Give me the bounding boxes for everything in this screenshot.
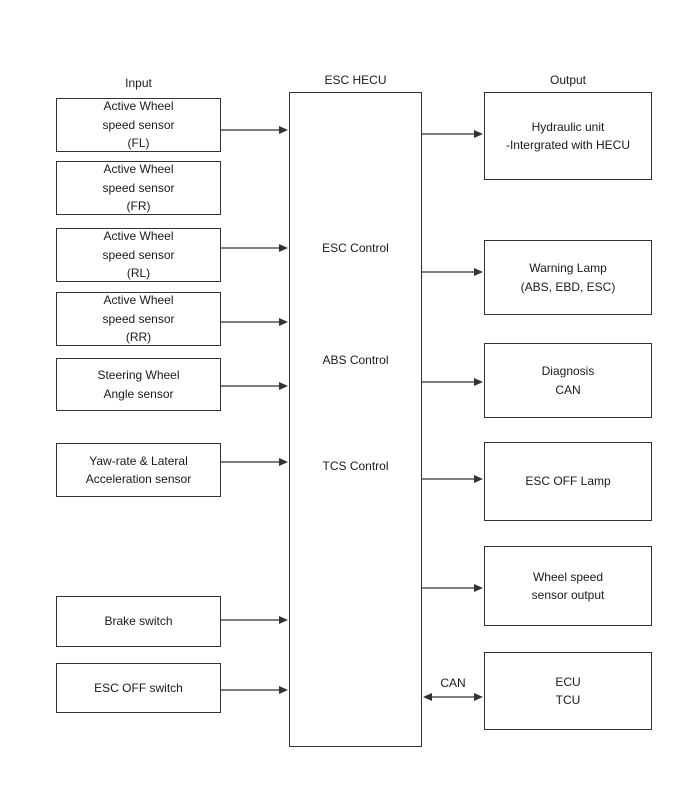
box-text-line: ECU — [555, 674, 581, 689]
can-bus-label: CAN — [440, 676, 466, 690]
box-text-line: (ABS, EBD, ESC) — [520, 279, 616, 294]
box-text-line: Diagnosis — [541, 364, 595, 378]
arrow-steering-sensor-to-hecu — [221, 382, 288, 390]
box-text-line: speed sensor — [102, 247, 175, 262]
box-text-line: Yaw-rate & Lateral — [89, 453, 188, 468]
box-text-line: ESC OFF Lamp — [525, 474, 611, 489]
input-box-wheel-speed-sensor-rl: Active Wheel speed sensor (RL) — [56, 228, 221, 282]
hecu-column-header: ESC HECU — [324, 73, 387, 87]
box-text-line: Warning Lamp — [529, 261, 607, 275]
output-box-diagnosis-can: Diagnosis CAN — [484, 343, 652, 418]
box-text-line: Steering Wheel — [97, 368, 180, 382]
input-box-steering-wheel-angle-sensor: Steering Wheel Angle sensor — [56, 358, 221, 411]
arrow-hecu-to-diagnosis-can — [422, 378, 483, 386]
hecu-function-tcs-control: TCS Control — [322, 459, 389, 473]
box-text-line: Active Wheel — [103, 229, 174, 244]
box-text-line: TCU — [555, 693, 581, 707]
box-text-line: ESC OFF switch — [94, 680, 183, 695]
box-text-line: Brake switch — [104, 614, 173, 629]
arrow-esc-off-switch-to-hecu — [221, 686, 288, 694]
box-text-line: speed sensor — [102, 180, 175, 195]
arrow-hecu-can-ecu-tcu-bidirectional — [423, 693, 483, 701]
arrow-hecu-to-esc-off-lamp — [422, 475, 483, 483]
input-box-brake-switch: Brake switch — [56, 596, 221, 647]
box-text-line: (RL) — [126, 266, 151, 281]
input-column-header: Input — [125, 76, 152, 90]
box-text-line: speed sensor — [102, 117, 175, 132]
arrow-wheel-speed-rr-to-hecu — [221, 318, 288, 326]
output-box-hydraulic-unit: Hydraulic unit -Intergrated with HECU — [484, 92, 652, 180]
arrow-hecu-to-hydraulic-unit — [422, 130, 483, 138]
box-text-line: -Intergrated with HECU — [505, 138, 631, 152]
output-box-wheel-speed-sensor-output: Wheel speed sensor output — [484, 546, 652, 626]
input-box-esc-off-switch: ESC OFF switch — [56, 663, 221, 713]
box-text-line: Active Wheel — [103, 293, 174, 308]
box-text-line: CAN — [555, 382, 581, 397]
arrow-wheel-speed-fl-to-hecu — [221, 126, 288, 134]
input-box-wheel-speed-sensor-fl: Active Wheel speed sensor (FL) — [56, 98, 221, 152]
box-text-line: (FR) — [126, 199, 151, 214]
output-column-header: Output — [549, 73, 587, 87]
hecu-box: ESC Control ABS Control TCS Control — [289, 92, 422, 747]
box-text-line: (RR) — [125, 330, 152, 345]
input-box-wheel-speed-sensor-fr: Active Wheel speed sensor (FR) — [56, 161, 221, 215]
hecu-function-abs-control: ABS Control — [322, 353, 389, 367]
box-text-line: Angle sensor — [103, 386, 174, 401]
arrow-yaw-sensor-to-hecu — [221, 458, 288, 466]
arrow-hecu-to-wheel-speed-output — [422, 584, 483, 592]
input-box-yaw-rate-lateral-acceleration-sensor: Yaw-rate & Lateral Acceleration sensor — [56, 443, 221, 497]
box-text-line: Wheel speed — [532, 569, 604, 584]
output-box-warning-lamp: Warning Lamp (ABS, EBD, ESC) — [484, 240, 652, 315]
box-text-line: Active Wheel — [103, 99, 174, 114]
box-text-line: Acceleration sensor — [85, 472, 192, 486]
box-text-line: sensor output — [531, 588, 605, 602]
box-text-line: speed sensor — [102, 311, 175, 326]
output-box-ecu-tcu: ECU TCU — [484, 652, 652, 730]
input-box-wheel-speed-sensor-rr: Active Wheel speed sensor (RR) — [56, 292, 221, 346]
arrow-wheel-speed-rl-to-hecu — [221, 244, 288, 252]
arrow-brake-switch-to-hecu — [221, 616, 288, 624]
box-text-line: (FL) — [127, 136, 150, 151]
box-text-line: Active Wheel — [103, 162, 174, 177]
arrow-hecu-to-warning-lamp — [422, 268, 483, 276]
hecu-function-esc-control: ESC Control — [322, 241, 389, 255]
box-text-line: Hydraulic unit — [531, 119, 605, 134]
output-box-esc-off-lamp: ESC OFF Lamp — [484, 442, 652, 521]
